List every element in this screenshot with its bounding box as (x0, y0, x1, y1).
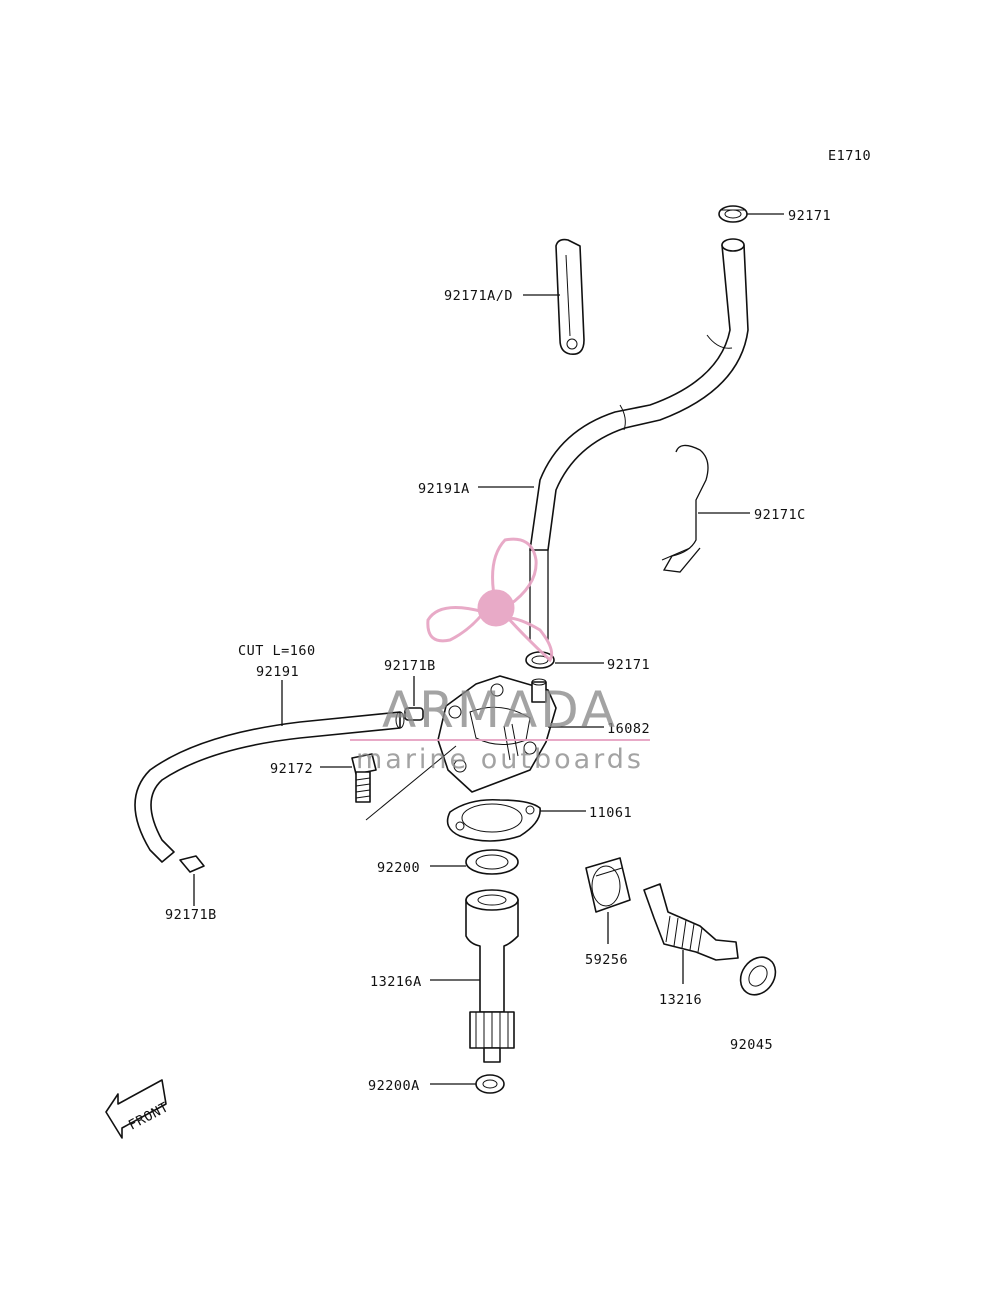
propeller-logo-icon (426, 537, 554, 663)
clip-92171B-top (404, 707, 424, 721)
label-92191: 92191 (256, 664, 299, 680)
washer-92200 (465, 849, 519, 875)
label-13216A: 13216A (370, 974, 422, 990)
hose-92191A (529, 238, 749, 640)
label-16082: 16082 (607, 721, 650, 737)
label-92171B-top: 92171B (384, 658, 436, 674)
watermark-tagline: marine outboards (356, 744, 644, 775)
label-59256: 59256 (585, 952, 628, 968)
label-92171-mid: 92171 (607, 657, 650, 673)
worm-gear-13216 (643, 883, 739, 961)
front-direction-arrow: FRONT (105, 1079, 171, 1139)
label-92172: 92172 (270, 761, 313, 777)
washer-92200A (475, 1074, 505, 1094)
label-92200A: 92200A (368, 1078, 420, 1094)
gear-shaft-13216A (465, 889, 519, 1063)
label-13216: 13216 (659, 992, 702, 1008)
label-92171-top: 92171 (788, 208, 831, 224)
clip-92171AD (555, 238, 585, 356)
label-92191A: 92191A (418, 481, 470, 497)
clip-92171B-bottom (179, 855, 205, 873)
cut-length-note: CUT L=160 (238, 643, 316, 659)
clamp-92171-top (718, 205, 748, 223)
gasket-11061 (446, 798, 541, 842)
diagram-code: E1710 (828, 148, 871, 164)
label-92171B-bottom: 92171B (165, 907, 217, 923)
pump-body-16082 (437, 675, 557, 793)
armada-watermark: ARMADA marine outboards (350, 537, 650, 775)
watermark-brand: ARMADA (382, 681, 618, 739)
bearing-92045 (739, 956, 777, 996)
label-11061: 11061 (589, 805, 632, 821)
label-92171AD: 92171A/D (444, 288, 513, 304)
bolt-92172 (351, 745, 457, 821)
bushing-59256 (585, 857, 631, 913)
clip-92171C (661, 444, 709, 573)
label-92171C: 92171C (754, 507, 806, 523)
hose-92191 (134, 711, 405, 863)
label-92200: 92200 (377, 860, 420, 876)
label-92045: 92045 (730, 1037, 773, 1053)
